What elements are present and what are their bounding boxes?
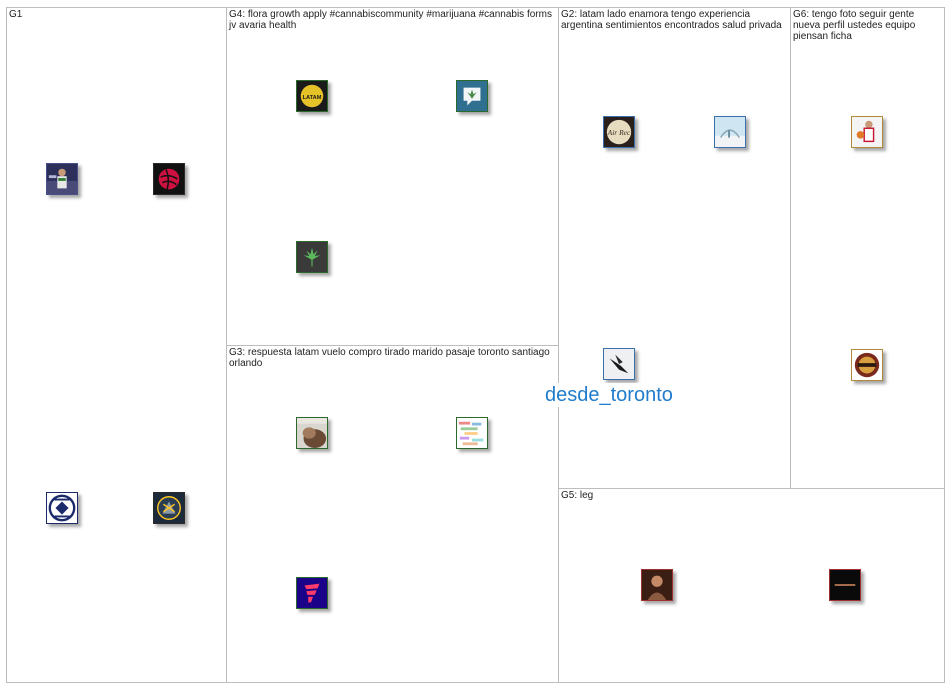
group-g6-label: G6: tengo foto seguir gente nueva perfil… <box>793 9 940 42</box>
nuggets-logo-icon[interactable] <box>153 492 185 524</box>
group-g1: G1 <box>6 7 227 683</box>
badge-avatar-icon[interactable]: Air Rec <box>603 116 635 148</box>
group-g3-label: G3: respuesta latam vuelo compro tirado … <box>229 347 554 369</box>
raptors-logo-icon[interactable] <box>153 163 185 195</box>
group-g2-label: G2: latam lado enamora tengo experiencia… <box>561 9 786 31</box>
svg-text:Air Rec: Air Rec <box>607 128 631 137</box>
group-g3: G3: respuesta latam vuelo compro tirado … <box>226 345 559 683</box>
group-g5-label: G5: leg <box>561 490 940 501</box>
group-g2: G2: latam lado enamora tengo experiencia… <box>558 7 791 489</box>
beach-photo-icon[interactable] <box>714 116 746 148</box>
latam-airline-icon[interactable] <box>296 577 328 609</box>
person-avatar-icon[interactable] <box>641 569 673 601</box>
latam-logo-icon[interactable]: LATAM <box>296 80 328 112</box>
group-g6: G6: tengo foto seguir gente nueva perfil… <box>790 7 945 489</box>
player-photo-icon[interactable] <box>46 163 78 195</box>
group-g5: G5: leg <box>558 488 945 683</box>
group-g1-label: G1 <box>9 9 222 20</box>
group-g4-label: G4: flora growth apply #cannabiscommunit… <box>229 9 554 31</box>
svg-text:LATAM: LATAM <box>303 95 322 101</box>
team-logo-icon[interactable] <box>851 349 883 381</box>
person-photo-icon[interactable] <box>296 417 328 449</box>
dark-banner-icon[interactable] <box>829 569 861 601</box>
argonauts-logo-icon[interactable] <box>46 492 78 524</box>
basketball-player-icon[interactable] <box>851 116 883 148</box>
map-image-icon[interactable] <box>456 417 488 449</box>
group-g4: G4: flora growth apply #cannabiscommunit… <box>226 7 559 346</box>
cannabis-leaf-icon[interactable] <box>296 241 328 273</box>
bird-avatar-icon[interactable] <box>603 348 635 380</box>
leaf-chat-icon[interactable] <box>456 80 488 112</box>
desde-toronto-label: desde_toronto <box>543 383 675 407</box>
